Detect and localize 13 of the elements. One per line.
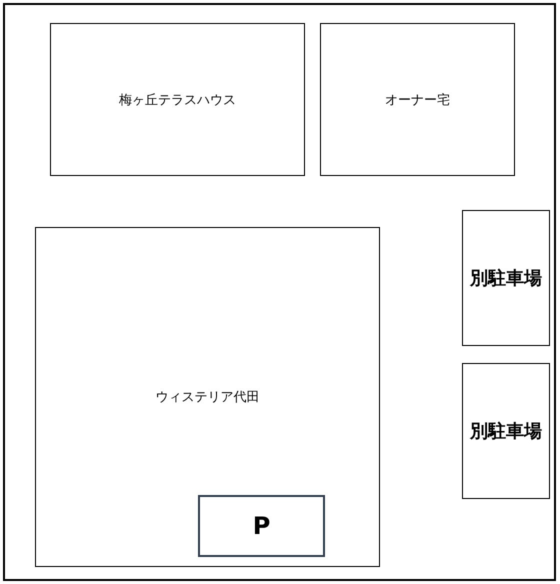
parking-label: 別駐車場 [470, 420, 542, 443]
parking-label: 別駐車場 [470, 267, 542, 290]
parking-space [198, 495, 325, 557]
building-name: ウィステリア代田 [156, 389, 260, 406]
parking-lot [462, 210, 550, 346]
site-boundary [3, 3, 556, 581]
building-name: 梅ヶ丘テラスハウス [119, 92, 236, 108]
building-block [320, 23, 515, 176]
parking-sign-text: P [252, 512, 270, 540]
parking-lot [462, 363, 550, 499]
building-block [35, 227, 380, 567]
building-block [50, 23, 305, 176]
building-name: オーナー宅 [385, 92, 450, 108]
